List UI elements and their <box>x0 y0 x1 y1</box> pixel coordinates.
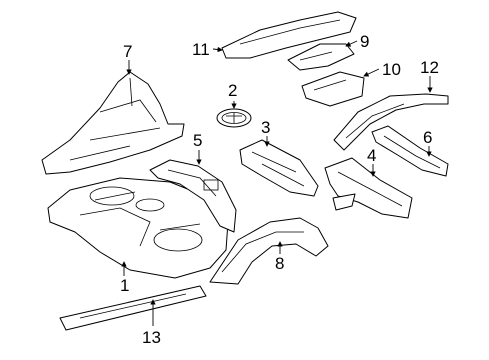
part-8-wheelhouse <box>209 217 329 285</box>
part-3-rear-rail <box>239 139 319 197</box>
part-7-quarter-inner-panel <box>41 71 185 175</box>
part-9-panel <box>287 43 355 71</box>
callout-1: 1 <box>120 276 129 295</box>
callout-5: 5 <box>193 131 202 150</box>
callout-labels: 1 2 3 4 5 6 7 8 9 10 11 12 13 <box>120 32 439 347</box>
leader-lines <box>121 40 433 326</box>
part-5-floor-side-member <box>149 159 237 233</box>
callout-10: 10 <box>382 60 401 79</box>
part-1-rear-floor-pan <box>47 177 229 279</box>
part-10-pad <box>301 71 365 107</box>
callout-7: 7 <box>123 42 132 61</box>
callout-2: 2 <box>228 81 237 100</box>
callout-9: 9 <box>360 32 369 51</box>
part-11-package-tray <box>221 11 357 59</box>
part-4-crossmember <box>324 157 413 219</box>
callout-8: 8 <box>275 254 284 273</box>
part-12-reinforcement <box>333 93 449 151</box>
part-13-sill-extension <box>59 285 207 331</box>
callout-12: 12 <box>420 58 439 77</box>
part-6-rear-bracket <box>371 125 449 177</box>
callout-11: 11 <box>192 40 210 59</box>
callout-6: 6 <box>423 128 432 147</box>
callout-3: 3 <box>261 118 270 137</box>
callout-4: 4 <box>367 146 376 165</box>
part-2-emblem <box>216 108 252 128</box>
callout-13: 13 <box>142 328 161 347</box>
